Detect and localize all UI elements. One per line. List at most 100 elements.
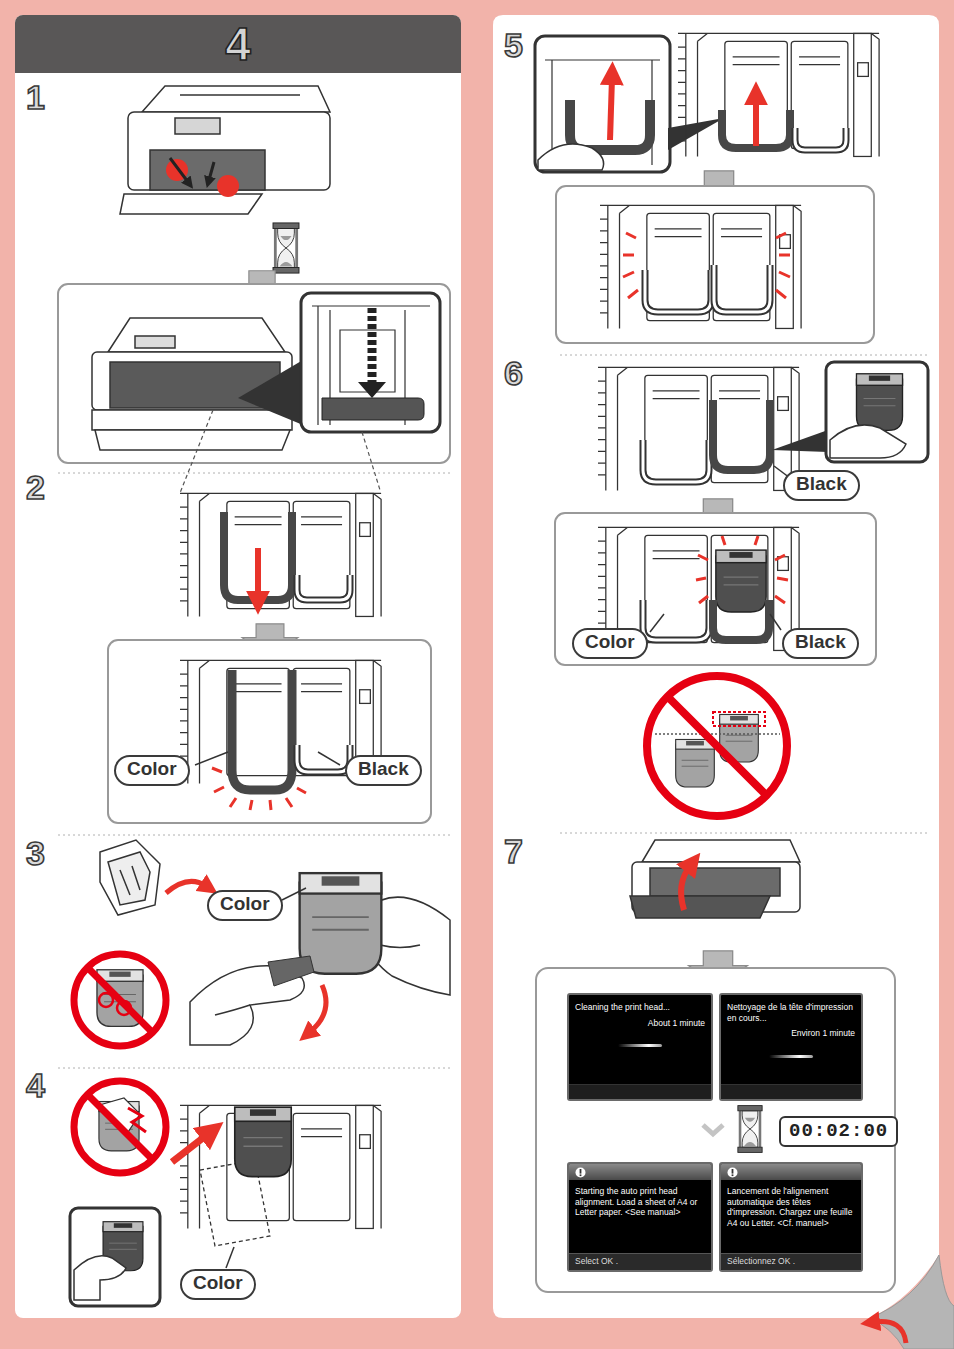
zoom-inset [826, 362, 928, 462]
lock-lever [643, 440, 709, 482]
step-number: 7 [504, 834, 523, 868]
label-text: Black [796, 473, 847, 496]
label-text: Color [585, 631, 635, 654]
leader-line [226, 1247, 234, 1268]
label-text: Color [220, 893, 270, 916]
illustration [273, 223, 299, 273]
pull-arrow [310, 985, 326, 1032]
lock-lever [232, 670, 350, 790]
left-panel [15, 15, 461, 1318]
zoom-wedge [238, 360, 303, 425]
printer-closing [642, 840, 800, 862]
hand [380, 945, 420, 948]
zoom-inset [856, 374, 902, 431]
lock-lever [713, 600, 769, 640]
zoom-inset [312, 306, 430, 425]
printer-front-view [175, 118, 220, 134]
label-text: Color [127, 758, 177, 781]
illustration [180, 493, 381, 616]
zoom-inset [535, 36, 670, 172]
screen-text: Sélectionnez OK . [721, 1253, 861, 1270]
printer-open-view [108, 318, 285, 352]
screen-title-bar [569, 1164, 711, 1180]
prohibition-sign [647, 676, 787, 816]
zoom-inset [610, 78, 612, 140]
label-text: Black [358, 758, 409, 781]
lcd-screen: Lancement de l'alignement automatique de… [719, 1162, 863, 1272]
cartridge-label: Black [345, 755, 422, 786]
prohibition-sign [647, 676, 787, 816]
guide-dashes [362, 432, 380, 490]
progress-bar [769, 1055, 813, 1058]
leader-line [770, 614, 781, 630]
prohibition-sign [655, 733, 780, 734]
illustration [738, 1106, 762, 1153]
right-panel [493, 15, 954, 1349]
illustration [598, 367, 799, 490]
step-panel [536, 968, 895, 1292]
lock-lever [643, 600, 709, 640]
prohibition-sign [88, 1095, 152, 1159]
step-number: 6 [504, 356, 523, 390]
printer-open-view [135, 336, 175, 348]
step-number: 2 [26, 470, 45, 504]
right-panel [493, 15, 939, 1318]
lcd-screen: Nettoyage de la tête d'impression en cou… [719, 993, 863, 1101]
screen-title-bar [721, 1164, 861, 1180]
prohibition-sign [128, 1108, 146, 1132]
step-title: 4 [225, 21, 251, 67]
lock-lever [297, 575, 350, 600]
printer-front-view [142, 86, 330, 112]
timer-display: 00:02:00 [779, 1116, 898, 1147]
lock-lever [643, 600, 709, 640]
warning-icon [575, 1167, 586, 1178]
lock-lever [722, 98, 846, 150]
printer-open-view [92, 410, 292, 430]
prohibition-sign [74, 1081, 166, 1173]
lock-lever [232, 670, 292, 790]
printer-front-view [180, 94, 300, 96]
screen-footer [721, 1084, 861, 1099]
prohibition-sign [88, 968, 152, 1032]
step-number: 4 [26, 1068, 45, 1102]
illustration [716, 550, 766, 612]
zoom-inset [322, 398, 424, 420]
printer-closing [650, 868, 780, 896]
screen-text: Nettoyage de la tête d'impression en cou… [721, 995, 861, 1023]
illustration [235, 1107, 291, 1176]
guide-dashes [180, 410, 213, 493]
leader-line [195, 752, 340, 765]
screen-text: Environ 1 minute [721, 1023, 861, 1039]
progress-bar [618, 1044, 662, 1047]
zoom-inset [830, 425, 906, 458]
close-arrow [681, 866, 690, 910]
prohibition-sign [676, 739, 715, 787]
lock-lever [713, 400, 770, 470]
leader-line [282, 888, 306, 900]
screen-footer [569, 1084, 711, 1099]
guide-dashes [180, 410, 380, 493]
printer-closing [630, 896, 770, 918]
lock-lever [297, 745, 350, 772]
step-panel [58, 284, 450, 463]
screen-text: Lancement de l'alignement automatique de… [721, 1180, 861, 1253]
click-marks [623, 233, 790, 298]
screen-space [569, 1047, 711, 1084]
step-panel [555, 513, 876, 665]
protective-tape [268, 956, 314, 986]
step-number: 5 [504, 28, 523, 62]
lock-lever [714, 265, 770, 312]
zoom-inset [538, 144, 604, 170]
illustration [678, 33, 879, 156]
zoom-inset [535, 36, 670, 172]
screen-text: About 1 minute [569, 1013, 711, 1029]
open-arrows [170, 158, 188, 182]
lock-lever [297, 745, 350, 772]
cartridge-label: Color [207, 890, 283, 921]
lcd-screen: Cleaning the print head...About 1 minute [567, 993, 713, 1101]
lock-lever [224, 512, 350, 600]
click-marks [696, 536, 788, 603]
leader-line [650, 614, 664, 632]
zoom-wedge [668, 118, 724, 150]
